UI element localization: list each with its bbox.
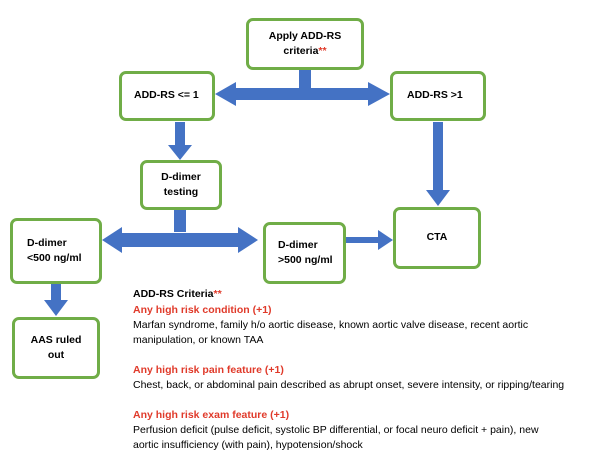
ddimer-high-line1: D-dimer bbox=[278, 238, 318, 251]
legend-section-line: Perfusion deficit (pulse deficit, systol… bbox=[133, 424, 539, 436]
ddimer-low-line2: <500 ng/ml bbox=[27, 252, 82, 264]
legend-title: ADD-RS Criteria** bbox=[133, 287, 593, 302]
ddimer-high-line2: >500 ng/ml bbox=[278, 254, 333, 266]
ruled-out-line2: out bbox=[47, 349, 65, 361]
criteria-legend: ADD-RS Criteria** Any high risk conditio… bbox=[133, 287, 593, 468]
legend-section-heading: Any high risk condition (+1) bbox=[133, 304, 272, 316]
addrs-low-label: ADD-RS <= 1 bbox=[134, 89, 199, 102]
legend-section-heading: Any high risk exam feature (+1) bbox=[133, 409, 290, 421]
addrs-high-box: ADD-RS >1 bbox=[390, 71, 486, 121]
ddimer-low-box: D-dimer <500 ng/ml bbox=[10, 218, 102, 284]
ddimer-testing-line1: D-dimer bbox=[161, 170, 201, 183]
cta-label: CTA bbox=[426, 231, 448, 244]
high-to-cta-arrow bbox=[426, 122, 450, 206]
ddimer-testing-box: D-dimer testing bbox=[140, 160, 222, 210]
flow-arrows bbox=[44, 70, 450, 316]
legend-section-line: manipulation, or known TAA bbox=[133, 334, 264, 346]
ddimer-split-double-arrow bbox=[102, 227, 258, 253]
ddimer-high-to-cta-arrow bbox=[346, 230, 393, 250]
legend-section-line: aortic insufficiency (with pain), hypote… bbox=[133, 439, 363, 451]
legend-section-pain: Any high risk pain feature (+1) Chest, b… bbox=[133, 363, 593, 393]
ddimer-low-to-ruled-out-arrow bbox=[44, 284, 68, 316]
apply-box-line1: Apply ADD-RS bbox=[268, 29, 342, 42]
apply-box-mark: ** bbox=[318, 45, 327, 57]
apply-box-line2: criteria bbox=[283, 45, 319, 57]
legend-section-condition: Any high risk condition (+1) Marfan synd… bbox=[133, 303, 593, 348]
ddimer-stem-arrow bbox=[174, 210, 186, 232]
ddimer-low-line1: D-dimer bbox=[27, 236, 67, 249]
risk-split-double-arrow bbox=[215, 82, 390, 106]
aas-ruled-out-box: AAS ruled out bbox=[12, 317, 100, 379]
ruled-out-line1: AAS ruled bbox=[30, 333, 82, 346]
cta-box: CTA bbox=[393, 207, 481, 269]
legend-section-line: Marfan syndrome, family h/o aortic disea… bbox=[133, 319, 529, 331]
low-to-ddimer-arrow bbox=[168, 122, 192, 160]
legend-section-heading: Any high risk pain feature (+1) bbox=[133, 364, 284, 376]
legend-title-text: ADD-RS Criteria bbox=[133, 288, 214, 300]
addrs-low-box: ADD-RS <= 1 bbox=[119, 71, 215, 121]
apply-stem-arrow bbox=[299, 70, 311, 88]
addrs-high-label: ADD-RS >1 bbox=[407, 89, 463, 102]
ddimer-high-box: D-dimer >500 ng/ml bbox=[263, 222, 346, 284]
apply-addrs-box: Apply ADD-RS criteria** bbox=[246, 18, 364, 70]
ddimer-testing-line2: testing bbox=[163, 186, 199, 198]
legend-title-mark: ** bbox=[213, 288, 222, 300]
legend-section-exam: Any high risk exam feature (+1) Perfusio… bbox=[133, 408, 593, 453]
legend-section-line: Chest, back, or abdominal pain described… bbox=[133, 379, 565, 391]
